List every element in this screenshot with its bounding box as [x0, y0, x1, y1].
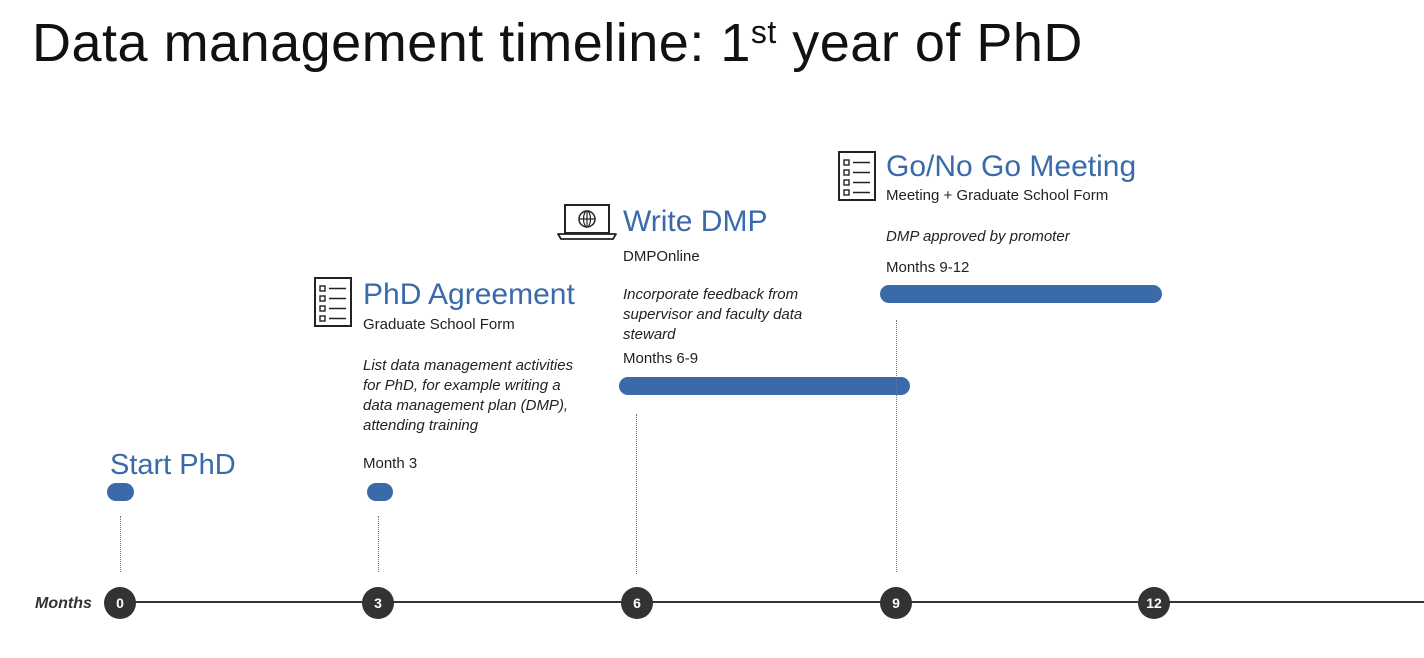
start-phd-heading: Start PhD: [110, 449, 236, 481]
write-dmp-bar: [619, 377, 910, 395]
month-marker-6: 6: [621, 587, 653, 619]
go-no-go-bar: [880, 285, 1162, 303]
checklist-icon: [838, 151, 876, 201]
start-phd-connector: [120, 516, 121, 572]
title-main: Data management timeline: 1: [32, 13, 751, 73]
phd-agreement-connector: [378, 516, 379, 572]
phd-agreement-bar: [367, 483, 393, 501]
laptop-globe-icon: [557, 203, 617, 241]
month-marker-9: 9: [880, 587, 912, 619]
timeline-axis: [120, 601, 1424, 603]
go-no-go-period: Months 9-12: [886, 259, 970, 276]
month-marker-0: 0: [104, 587, 136, 619]
write-dmp-connector: [636, 414, 637, 574]
write-dmp-heading: Write DMP: [623, 205, 768, 238]
phd-agreement-period: Month 3: [363, 455, 418, 472]
write-dmp-subtitle: DMPOnline: [623, 248, 700, 265]
phd-agreement-note: List data management activities for PhD,…: [363, 357, 574, 434]
title-superscript: st: [750, 14, 777, 50]
write-dmp-period: Months 6-9: [623, 350, 699, 367]
axis-label: Months: [35, 595, 92, 612]
page-title: Data management timeline: 1st year of Ph…: [32, 12, 1083, 74]
month-marker-3: 3: [362, 587, 394, 619]
start-phd-bar: [107, 483, 134, 501]
checklist-icon: [314, 277, 352, 327]
phd-agreement-subtitle: Graduate School Form: [363, 316, 515, 333]
go-no-go-heading: Go/No Go Meeting: [886, 150, 1137, 183]
month-marker-12: 12: [1138, 587, 1170, 619]
go-no-go-note: DMP approved by promoter: [886, 228, 1070, 245]
write-dmp-note: Incorporate feedback from supervisor and…: [623, 286, 803, 343]
title-tail: year of PhD: [776, 13, 1083, 73]
go-no-go-connector: [896, 320, 897, 572]
go-no-go-subtitle: Meeting + Graduate School Form: [886, 187, 1109, 204]
phd-agreement-heading: PhD Agreement: [363, 278, 575, 311]
